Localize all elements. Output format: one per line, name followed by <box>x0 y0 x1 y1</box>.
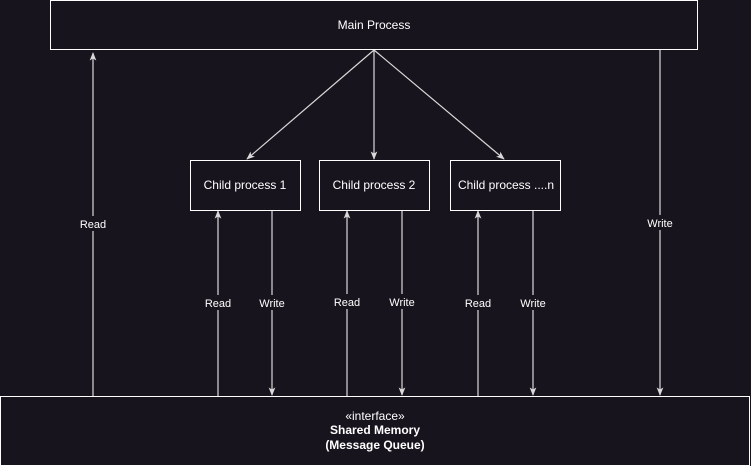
edge-label-text: Write <box>389 297 414 309</box>
child-process-1-label: Child process 1 <box>204 178 287 192</box>
edge-label-child2-write: Write <box>387 294 418 309</box>
main-process-node[interactable]: Main Process <box>50 0 698 50</box>
edge-label-text: Read <box>205 298 231 310</box>
edge-label-child2-read: Read <box>332 294 362 309</box>
shared-memory-subtitle: (Message Queue) <box>325 438 424 452</box>
edge-main-to-childn[interactable] <box>373 49 505 160</box>
child-process-1-node[interactable]: Child process 1 <box>190 160 301 211</box>
shared-memory-title: Shared Memory <box>330 423 420 437</box>
main-process-label: Main Process <box>338 18 411 32</box>
edge-label-main-read: Read <box>78 216 108 231</box>
shared-memory-node[interactable]: «interface» Shared Memory (Message Queue… <box>0 396 750 466</box>
edge-label-text: Write <box>259 298 284 310</box>
child-process-n-label: Child process ....n <box>458 178 554 192</box>
edge-label-child1-read: Read <box>203 295 233 310</box>
shared-memory-stereotype: «interface» <box>345 409 405 423</box>
edge-main-to-child1[interactable] <box>246 49 375 160</box>
edge-label-text: Write <box>520 298 545 310</box>
edge-label-text: Read <box>80 219 106 231</box>
edge-label-childn-write: Write <box>518 295 549 310</box>
edge-label-main-write: Write <box>645 215 676 230</box>
edge-label-text: Read <box>465 298 491 310</box>
edge-label-child1-write: Write <box>257 295 288 310</box>
edge-label-childn-read: Read <box>463 295 493 310</box>
child-process-n-node[interactable]: Child process ....n <box>450 160 561 211</box>
edge-label-text: Write <box>647 218 672 230</box>
edge-label-text: Read <box>334 297 360 309</box>
child-process-2-label: Child process 2 <box>333 178 416 192</box>
child-process-2-node[interactable]: Child process 2 <box>319 160 430 211</box>
